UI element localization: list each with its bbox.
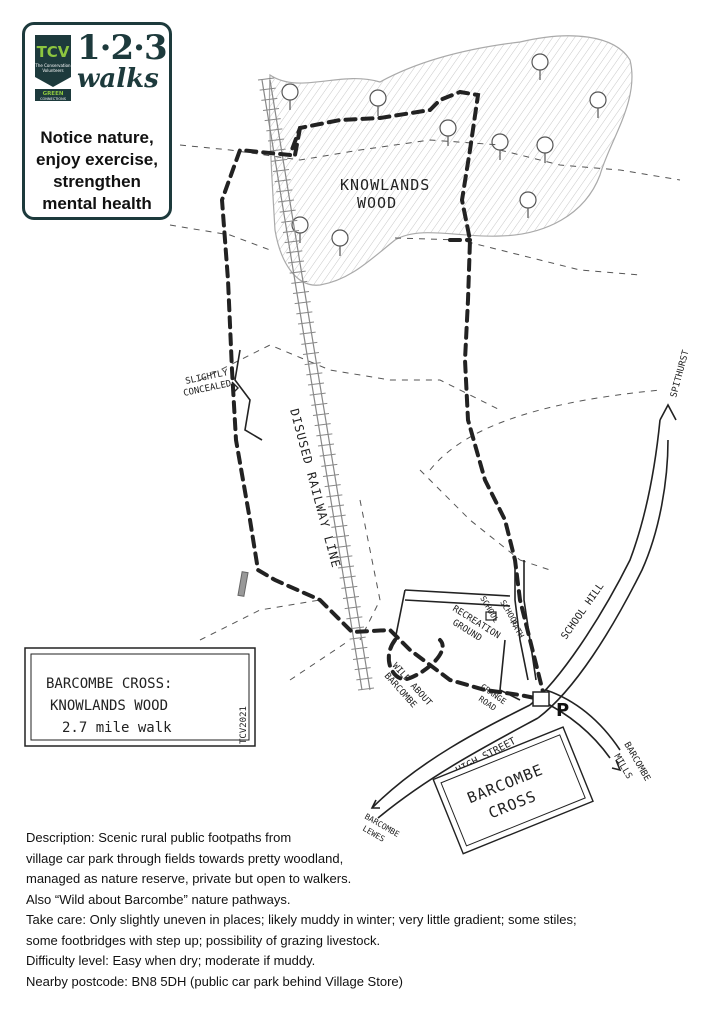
disused-railway-line [257, 77, 375, 691]
wood-label-1: KNOWLANDS [340, 176, 430, 194]
barcombe-cross-box: BARCOMBE CROSS [432, 726, 594, 855]
car-park-icon: P [532, 691, 569, 721]
copyright-label: TCV2021 [239, 706, 249, 744]
title-box: BARCOMBE CROSS: KNOWLANDS WOOD 2.7 mile … [24, 647, 256, 747]
walk-route [219, 89, 547, 702]
svg-text:P: P [556, 700, 569, 721]
sphurst-label: SPITHURST [669, 349, 691, 399]
footbridge-marker [237, 571, 249, 597]
desc-line: Also “Wild about Barcombe” nature pathwa… [26, 891, 291, 907]
svg-text:GREEN: GREEN [43, 91, 64, 97]
walk-description: Description: Scenic rural public footpat… [26, 828, 716, 992]
title-line-1: BARCOMBE CROSS: [46, 676, 172, 692]
wood-label-2: WOOD [357, 194, 397, 212]
desc-line: Description: Scenic rural public footpat… [26, 830, 292, 845]
school-path-label-2: PATH [508, 619, 526, 640]
railway-label: DISUSED RAILWAY LINE [287, 407, 343, 570]
walks-logo: TCV The Conservation Volunteers GREEN CO… [22, 22, 172, 220]
desc-line: village car park through fields towards … [26, 850, 344, 866]
public-footpaths [169, 139, 681, 681]
concealed-arrow [231, 381, 239, 395]
tcv-badge: TCV The Conservation Volunteers GREEN CO… [34, 35, 71, 101]
desc-line: some footbridges with step up; possibili… [26, 932, 381, 948]
tree-icons [281, 53, 607, 256]
desc-line: Take care: Only slightly uneven in place… [26, 912, 577, 927]
school-building [485, 611, 497, 621]
title-line-2: KNOWLANDS WOOD [50, 698, 168, 714]
svg-text:CONNECTIONS: CONNECTIONS [40, 97, 67, 101]
roads [234, 349, 677, 819]
knowlands-wood-area [268, 35, 633, 286]
title-line-3: 2.7 mile walk [62, 720, 172, 736]
desc-line: Difficulty level: Easy when dry; moderat… [26, 953, 316, 968]
desc-line: Nearby postcode: BN8 5DH (public car par… [26, 973, 403, 989]
desc-line: managed as nature reserve, private but o… [26, 871, 352, 886]
svg-text:Volunteers: Volunteers [42, 68, 63, 73]
tagline: Notice nature, enjoy exercise, strengthe… [36, 128, 158, 213]
school-hill-label: SCHOOL HILL [559, 581, 606, 642]
brand-word: walks [77, 64, 159, 94]
svg-text:The Conservation: The Conservation [34, 63, 71, 68]
svg-text:TCV: TCV [37, 43, 70, 61]
brand-wordmark: 1·2·3 walks [77, 28, 168, 94]
brand-numbers: 1·2·3 [77, 28, 168, 68]
